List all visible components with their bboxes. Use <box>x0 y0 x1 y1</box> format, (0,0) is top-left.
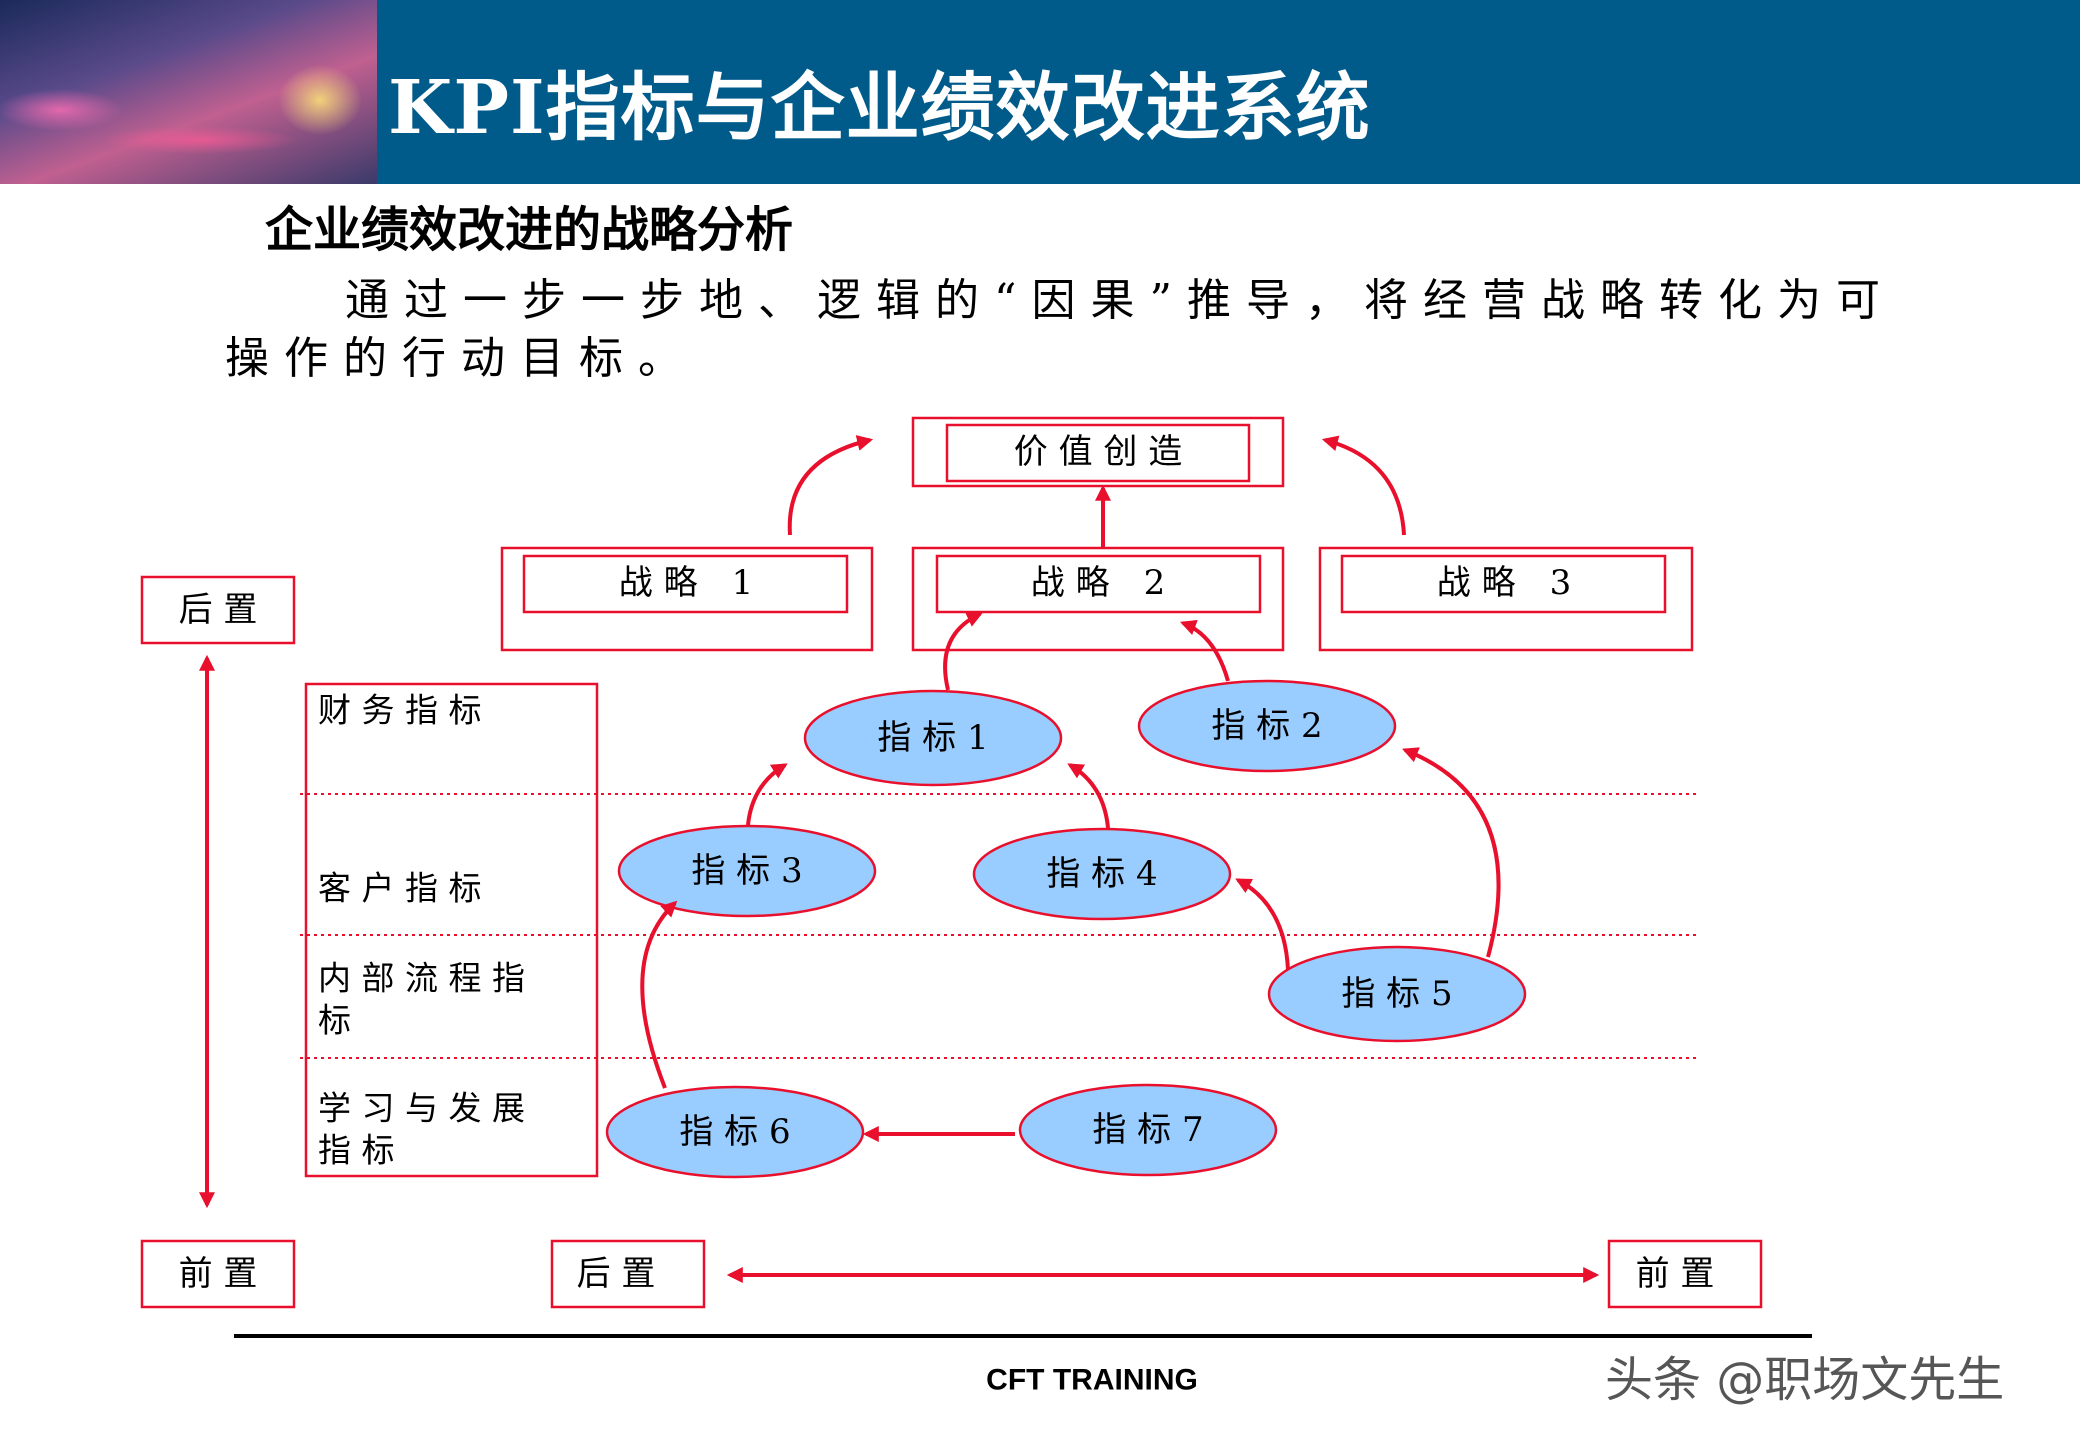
vertical-axis-top-box <box>140 575 296 645</box>
indicator-5-label: 指 标 5 <box>1341 974 1452 1014</box>
indicator-1-label: 指 标 1 <box>877 718 988 758</box>
header-photo <box>0 0 377 184</box>
indicator-7-label: 指 标 7 <box>1092 1110 1203 1150</box>
arrow-strategy3-to-value <box>1321 435 1406 536</box>
footer-label: CFT TRAINING <box>986 1364 1198 1397</box>
perspective-learning-line1: 学 习 与 发 展 <box>318 1089 525 1128</box>
vertical-axis-bottom-label: 前 置 <box>179 1254 258 1294</box>
strategy-1-outer-box <box>500 546 874 652</box>
page-title: KPI指标与企业绩效改进系统 <box>388 65 1371 151</box>
value-creation-label: 价 值 创 造 <box>1014 432 1182 472</box>
perspective-financial: 财 务 指 标 <box>318 691 481 730</box>
indicator-2-label: 指 标 2 <box>1211 706 1322 746</box>
indicator-4-label: 指 标 4 <box>1046 854 1157 894</box>
perspective-internal-line1: 内 部 流 程 指 <box>318 959 525 998</box>
arrow-indicator5-to-indicator4 <box>1235 878 1290 971</box>
arrow-strategy1-to-value <box>787 435 874 536</box>
indicator-6-label: 指 标 6 <box>679 1112 790 1152</box>
strategy-3-outer-box <box>1318 546 1694 652</box>
arrow-indicator1-to-strategy2 <box>943 612 983 691</box>
indicator-2-ellipse <box>1137 679 1397 773</box>
watermark: 头条 @职场文先生 <box>1605 1352 2005 1408</box>
value-creation-inner-box <box>945 423 1251 483</box>
indicator-5-ellipse <box>1267 945 1527 1043</box>
strategy-1-inner-box <box>522 554 849 614</box>
strategy-2-outer-box <box>911 546 1285 652</box>
arrow-indicator4-to-indicator1 <box>1067 763 1110 829</box>
perspective-internal-line2: 标 <box>318 1001 351 1040</box>
section-heading: 企业绩效改进的战略分析 <box>265 202 794 258</box>
strategy-3-label: 战 略 3 <box>1437 563 1571 603</box>
intro-text: 通过一步一步地、逻辑的“因果”推导，将经营战略转化为可操作的行动目标。 <box>225 275 1895 384</box>
strategy-3-inner-box <box>1340 554 1667 614</box>
arrow-indicator3-to-indicator1 <box>746 763 788 826</box>
indicator-3-label: 指 标 3 <box>691 851 802 891</box>
perspective-table-box <box>304 682 599 1178</box>
arrow-indicator6-to-indicator3 <box>640 900 678 1089</box>
indicator-4-ellipse <box>972 827 1232 921</box>
vertical-axis-top-label: 后 置 <box>179 590 258 630</box>
horizontal-axis-right-box <box>1607 1239 1763 1309</box>
horizontal-axis-left-label: 后 置 <box>577 1254 656 1294</box>
strategy-2-label: 战 略 2 <box>1031 563 1165 603</box>
indicator-7-ellipse <box>1018 1083 1278 1177</box>
horizontal-axis-right-label: 前 置 <box>1636 1254 1715 1294</box>
indicator-3-ellipse <box>617 824 877 918</box>
perspective-learning-line2: 指 标 <box>318 1131 395 1170</box>
arrow-indicator5-to-indicator2 <box>1402 747 1501 958</box>
horizontal-axis-left-box <box>550 1239 706 1309</box>
indicator-1-ellipse <box>803 689 1063 787</box>
perspective-customer: 客 户 指 标 <box>318 869 481 908</box>
arrow-indicator2-to-strategy2 <box>1180 620 1230 682</box>
strategy-2-inner-box <box>935 554 1262 614</box>
vertical-axis-bottom-box <box>140 1239 296 1309</box>
strategy-1-label: 战 略 1 <box>619 563 753 603</box>
